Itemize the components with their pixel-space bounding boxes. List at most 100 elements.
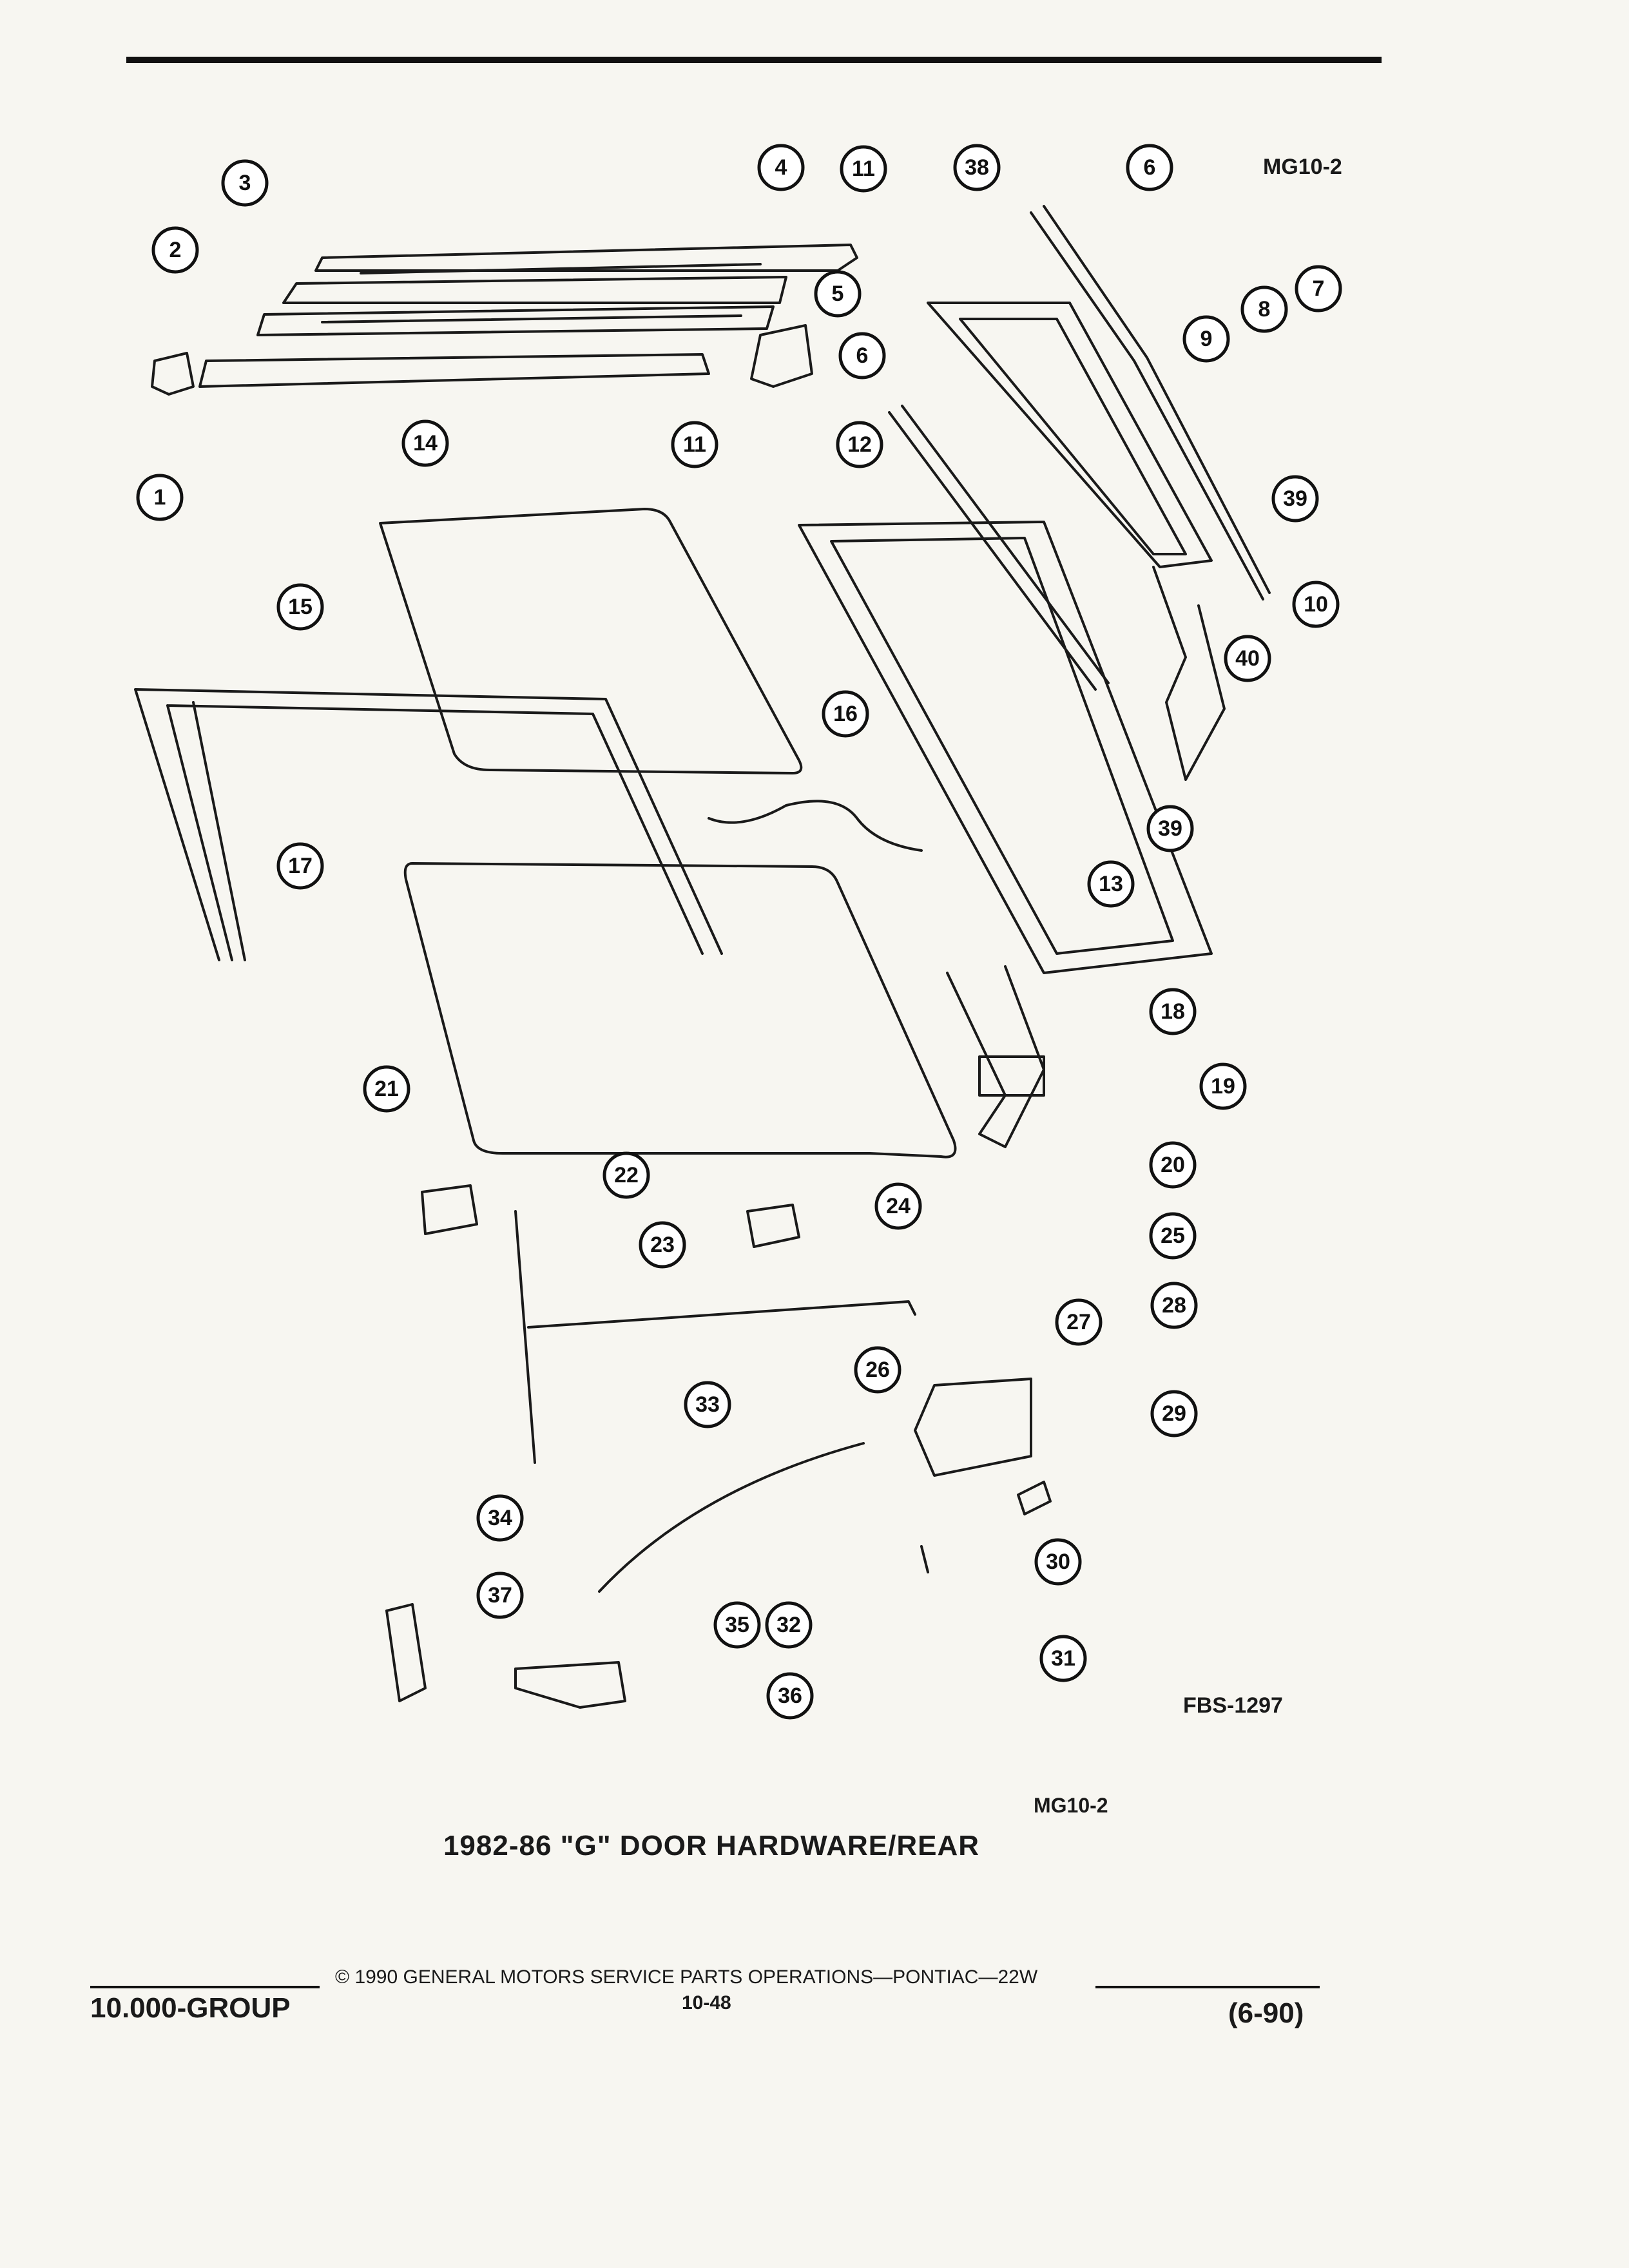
callout: 17	[276, 842, 324, 890]
svg-text:12: 12	[847, 432, 872, 457]
svg-text:24: 24	[886, 1194, 911, 1218]
callout: 38	[953, 144, 1001, 191]
svg-text:31: 31	[1051, 1646, 1075, 1671]
callout: 24	[874, 1182, 922, 1230]
footer-page-number: 10-48	[682, 1992, 731, 2013]
door-glass-17	[403, 862, 957, 1158]
svg-text:11: 11	[683, 432, 706, 457]
svg-text:5: 5	[832, 282, 844, 306]
svg-text:13: 13	[1099, 872, 1123, 896]
svg-text:7: 7	[1313, 276, 1325, 301]
window-frame-15	[134, 688, 723, 961]
figure-code-bottom: MG10-2	[1034, 1794, 1108, 1817]
figure-reference: FBS-1297	[1183, 1693, 1283, 1718]
callout: 27	[1055, 1298, 1103, 1346]
svg-text:32: 32	[776, 1613, 801, 1637]
svg-text:14: 14	[413, 431, 438, 456]
svg-text:27: 27	[1066, 1310, 1091, 1334]
callout: 8	[1240, 285, 1288, 333]
svg-text:36: 36	[778, 1684, 802, 1708]
vent-window-sash-upper	[927, 205, 1271, 781]
callout: 15	[276, 583, 324, 631]
callout: 7	[1295, 265, 1342, 312]
callout: 23	[639, 1221, 686, 1269]
footer-date: (6-90)	[1228, 1997, 1304, 2029]
svg-text:11: 11	[852, 157, 875, 181]
callout: 6	[838, 332, 886, 380]
callout: 18	[1149, 988, 1197, 1035]
svg-text:28: 28	[1162, 1293, 1186, 1318]
callout: 28	[1150, 1282, 1198, 1329]
svg-text:6: 6	[1144, 155, 1156, 180]
svg-text:10: 10	[1304, 592, 1328, 617]
glass-run-channel-strips	[198, 244, 858, 388]
callout: 40	[1224, 635, 1271, 682]
svg-text:38: 38	[965, 155, 989, 180]
callout: 12	[836, 421, 883, 468]
svg-text:21: 21	[374, 1077, 399, 1101]
callout: 13	[1087, 860, 1135, 908]
figure-code: MG10-2	[1263, 155, 1342, 179]
figure-title-text: 1982-86 "G" DOOR HARDWARE/REAR	[443, 1830, 980, 1861]
svg-text:22: 22	[614, 1163, 639, 1187]
svg-text:15: 15	[288, 595, 313, 619]
callout: 21	[363, 1065, 410, 1113]
lower-hardware	[385, 1055, 1052, 1709]
callout: 35	[713, 1601, 761, 1649]
callout: 1	[136, 474, 184, 521]
svg-text:3: 3	[239, 171, 251, 195]
callout: 3	[221, 159, 269, 207]
callout: 33	[684, 1381, 731, 1428]
footer-copyright: © 1990 GENERAL MOTORS SERVICE PARTS OPER…	[335, 1966, 1038, 1988]
svg-text:37: 37	[488, 1583, 512, 1608]
callout: 34	[476, 1494, 524, 1542]
callout: 22	[602, 1151, 650, 1199]
svg-text:1: 1	[154, 485, 166, 510]
figure-title: 1982-86 "G" DOOR HARDWARE/REAR	[0, 1830, 1629, 1862]
callout: 20	[1149, 1141, 1197, 1189]
callout: 19	[1199, 1062, 1247, 1110]
callout: 11	[840, 145, 887, 193]
svg-text:4: 4	[775, 155, 787, 180]
weatherstrip-6	[888, 405, 1110, 691]
svg-text:16: 16	[833, 702, 858, 726]
callout: 39	[1271, 475, 1319, 523]
svg-text:2: 2	[169, 238, 182, 262]
callout: 29	[1150, 1390, 1198, 1437]
footer-group: 10.000-GROUP	[90, 1992, 291, 2024]
callout: 32	[765, 1601, 813, 1649]
footer-rule-right	[1095, 1986, 1320, 1988]
callout: 30	[1034, 1538, 1082, 1586]
callout: 2	[151, 226, 199, 274]
callout: 39	[1146, 805, 1194, 852]
top-rule	[126, 57, 1382, 63]
svg-text:23: 23	[650, 1233, 675, 1257]
svg-text:19: 19	[1211, 1074, 1235, 1099]
callout: 4	[757, 144, 805, 191]
svg-text:9: 9	[1200, 327, 1213, 351]
svg-text:8: 8	[1258, 297, 1271, 322]
callout: 37	[476, 1571, 524, 1619]
callout: 5	[814, 270, 862, 318]
upper-clips	[151, 324, 813, 396]
callout: 31	[1039, 1635, 1087, 1682]
svg-text:40: 40	[1235, 646, 1260, 671]
svg-text:6: 6	[856, 343, 869, 368]
svg-text:29: 29	[1162, 1401, 1186, 1426]
svg-text:39: 39	[1158, 816, 1182, 841]
svg-text:35: 35	[725, 1613, 749, 1637]
svg-text:33: 33	[695, 1392, 720, 1417]
door-glass-14	[379, 508, 803, 774]
callout: 36	[766, 1672, 814, 1720]
svg-text:17: 17	[288, 854, 313, 878]
callout: 6	[1126, 144, 1173, 191]
vent-window-sash	[798, 521, 1213, 1148]
callout: 26	[854, 1346, 901, 1394]
callout: 9	[1182, 315, 1230, 363]
callout: 25	[1149, 1212, 1197, 1260]
svg-text:26: 26	[865, 1358, 890, 1382]
svg-text:25: 25	[1161, 1224, 1185, 1248]
callout: 10	[1292, 581, 1340, 628]
cable-16	[708, 800, 923, 852]
